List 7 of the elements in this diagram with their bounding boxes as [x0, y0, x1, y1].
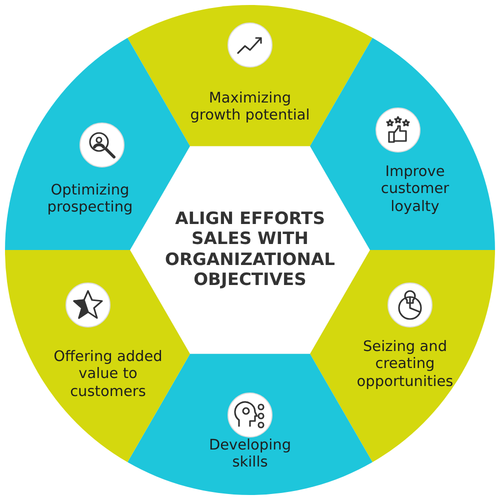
segment-label: Offering added value to customers: [52, 348, 164, 402]
segment-label: Optimizing prospecting: [46, 182, 134, 218]
segment-label: Developing skills: [208, 438, 292, 472]
segment-label: Maximizing growth potential: [190, 90, 310, 126]
segment-label: Improve customer loyalty: [380, 164, 450, 216]
center-title: ALIGN EFFORTS SALES WITH ORGANIZATIONAL OBJECTIVES: [165, 209, 335, 291]
segment-label: Seizing and creating opportunities: [356, 338, 454, 392]
